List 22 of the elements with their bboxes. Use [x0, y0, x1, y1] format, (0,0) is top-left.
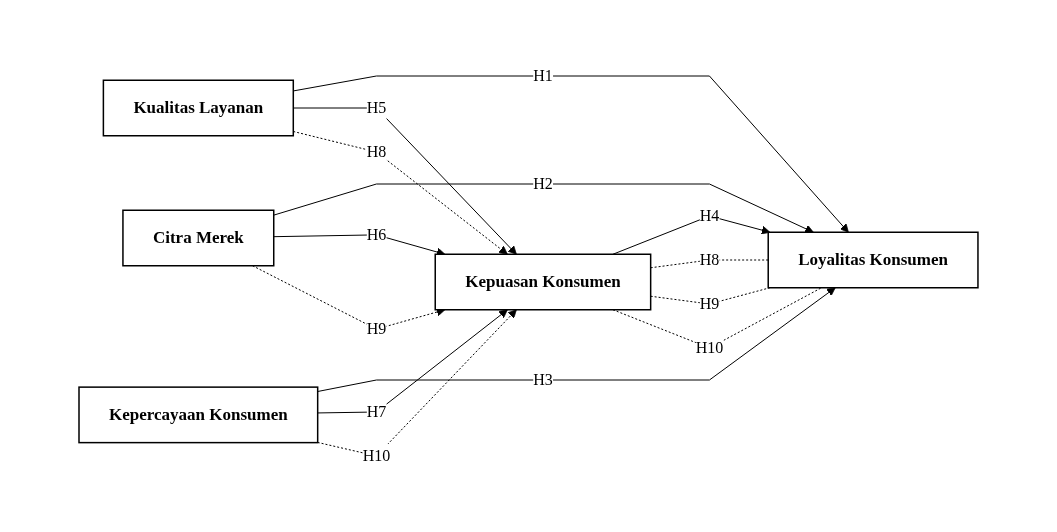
edge-label: H3	[533, 371, 553, 388]
edge-label: H5	[366, 99, 387, 116]
edge-label: H8	[366, 143, 387, 160]
edge-label: H9	[699, 295, 720, 312]
arrow	[317, 287, 836, 392]
node-box: Loyalitas Konsumen	[767, 231, 979, 289]
edge-label: H1	[533, 67, 553, 84]
arrow	[273, 183, 814, 233]
arrow	[317, 309, 508, 414]
arrow	[612, 215, 771, 255]
node-box: Kualitas Layanan	[102, 79, 295, 137]
edge-label: H10	[362, 447, 391, 464]
edge-label: H10	[695, 339, 724, 356]
node-box: Kepuasan Konsumen	[434, 253, 652, 311]
node-box: Kepercayaan Konsumen	[78, 386, 319, 444]
node-box: Citra Merek	[122, 209, 275, 267]
edge-label: H9	[366, 320, 387, 338]
edge-label: H6	[366, 225, 387, 243]
edge-label: H8	[699, 251, 720, 268]
edge-label: H2	[533, 175, 553, 192]
edge-label: H4	[699, 207, 720, 224]
edge-label: H7	[366, 403, 387, 420]
